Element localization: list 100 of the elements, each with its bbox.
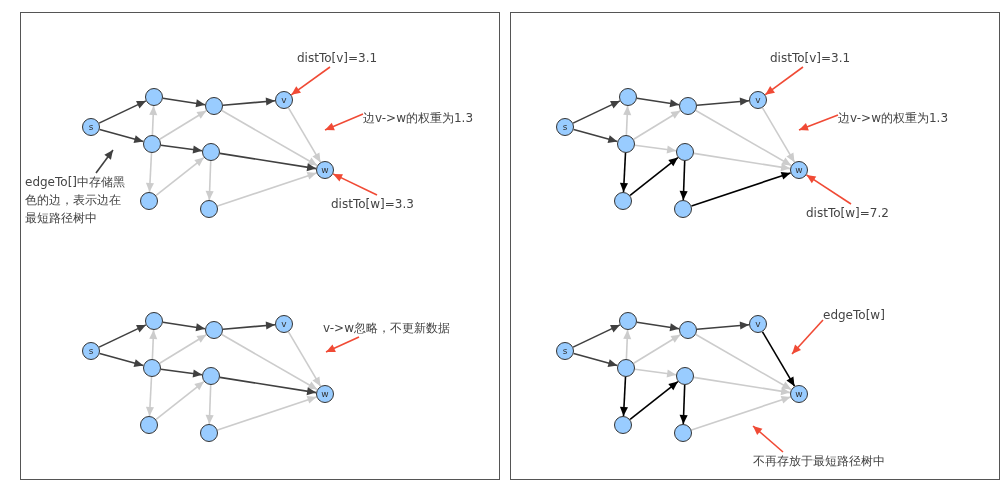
arrow <box>287 331 322 387</box>
arrow <box>695 333 792 391</box>
arrow <box>690 395 792 431</box>
graph-node <box>679 97 697 115</box>
graph-node <box>674 200 692 218</box>
arrow <box>690 171 792 207</box>
graph-node: s <box>82 342 100 360</box>
graph-node <box>200 424 218 442</box>
annotation-text: 不再存放于最短路径树中 <box>753 452 885 470</box>
arrow <box>761 107 796 163</box>
arrow <box>695 109 792 167</box>
pointer-arrow <box>290 66 331 96</box>
graph-node <box>679 321 697 339</box>
pointer-arrow <box>791 319 824 355</box>
annotation-text: 边v->w的权重为1.3 <box>838 109 949 127</box>
arrow <box>98 324 147 348</box>
graph-node: s <box>556 118 574 136</box>
panel-frame <box>20 12 500 480</box>
graph-node <box>619 88 637 106</box>
arrow <box>623 105 632 136</box>
arrow <box>162 321 206 332</box>
arrow <box>632 333 682 365</box>
graph-node <box>202 143 220 161</box>
arrow <box>155 156 205 197</box>
pointer-arrow <box>95 149 114 174</box>
pointer-arrow <box>325 336 360 353</box>
graph-node <box>145 88 163 106</box>
graph-node <box>205 321 223 339</box>
graph-node: v <box>749 91 767 109</box>
arrow <box>572 352 619 368</box>
arrow <box>205 384 214 425</box>
arrow <box>634 368 677 378</box>
arrow <box>162 97 206 108</box>
arrow <box>160 144 203 154</box>
arrow <box>693 376 791 396</box>
arrow <box>145 376 154 417</box>
arrow <box>679 160 688 201</box>
graph-node: w <box>790 161 808 179</box>
arrow <box>145 152 154 193</box>
graph-node: v <box>749 315 767 333</box>
graph-node <box>202 367 220 385</box>
graph-node: w <box>790 385 808 403</box>
arrow <box>160 368 203 378</box>
arrow <box>219 152 317 172</box>
graph-node <box>676 143 694 161</box>
graph-node <box>619 312 637 330</box>
arrow <box>98 128 145 144</box>
pointer-arrow <box>324 113 364 131</box>
arrow <box>98 352 145 368</box>
arrow <box>636 321 680 332</box>
panel-frame <box>510 12 1000 480</box>
pointer-arrow <box>752 425 784 453</box>
annotation-text: distTo[v]=3.1 <box>297 49 378 67</box>
annotation-text: edgeTo[w] <box>823 306 885 324</box>
graph-node: w <box>316 385 334 403</box>
arrow <box>216 171 318 207</box>
graph-node <box>614 416 632 434</box>
arrow <box>98 100 147 124</box>
arrow <box>619 376 628 417</box>
arrow <box>634 144 677 154</box>
graph-node: v <box>275 315 293 333</box>
annotation-text: distTo[w]=7.2 <box>806 204 889 222</box>
graph-node <box>140 416 158 434</box>
graph-node <box>617 135 635 153</box>
arrow <box>216 395 318 431</box>
annotation-text: edgeTo[]中存储黑色的边，表示边在最短路径树中 <box>25 173 131 227</box>
graph-node <box>674 424 692 442</box>
arrow <box>636 97 680 108</box>
arrow <box>629 380 679 421</box>
graph-node <box>140 192 158 210</box>
graph-node <box>200 200 218 218</box>
graph-node: s <box>82 118 100 136</box>
arrow <box>149 105 158 136</box>
arrow <box>696 321 750 330</box>
arrow <box>221 109 318 167</box>
arrow <box>693 152 791 172</box>
arrow <box>221 333 318 391</box>
graph-node <box>145 312 163 330</box>
arrow <box>149 329 158 360</box>
arrow <box>222 97 276 106</box>
graph-node <box>143 135 161 153</box>
annotation-text: distTo[w]=3.3 <box>331 195 414 213</box>
arrow <box>632 109 682 141</box>
pointer-arrow <box>764 66 804 96</box>
arrow <box>679 384 688 425</box>
arrow <box>572 100 621 124</box>
annotation-text: 边v->w的权重为1.3 <box>363 109 474 127</box>
arrow <box>619 152 628 193</box>
annotation-text: distTo[v]=3.1 <box>770 49 851 67</box>
arrow <box>158 109 208 141</box>
graph-node <box>614 192 632 210</box>
arrow <box>205 160 214 201</box>
graph-node <box>617 359 635 377</box>
pointer-arrow <box>805 174 852 205</box>
arrow <box>222 321 276 330</box>
graph-node <box>676 367 694 385</box>
arrow <box>287 107 322 163</box>
graph-node: w <box>316 161 334 179</box>
pointer-arrow <box>798 114 839 131</box>
graph-node: s <box>556 342 574 360</box>
